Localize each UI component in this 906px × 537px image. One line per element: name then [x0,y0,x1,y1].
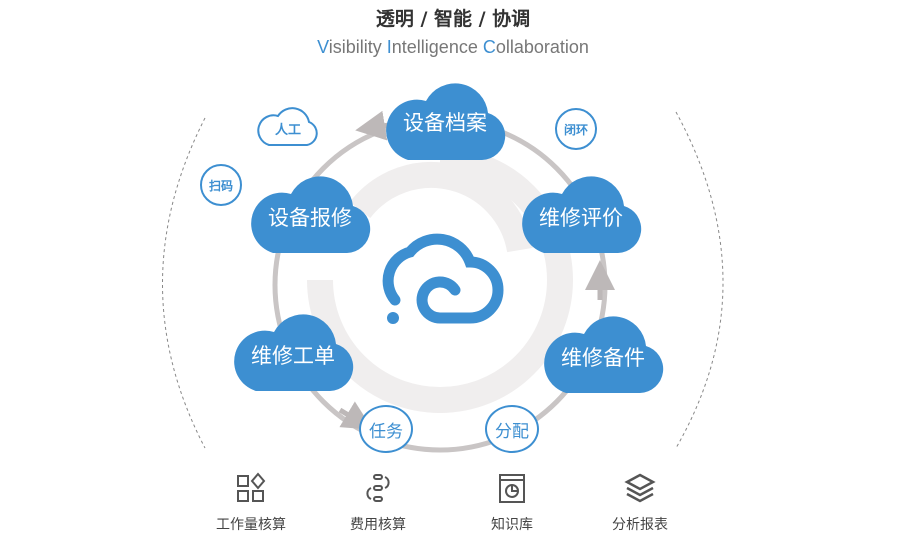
page-title: 透明 / 智能 / 协调 [375,8,531,30]
center-dot [387,312,399,324]
cloud-device-archive[interactable]: 设备档案 [380,75,510,160]
swirl-watermark [307,147,574,414]
book-chart-icon [499,474,525,503]
cloud-work-order[interactable]: 维修工单 [228,306,358,391]
cloud-spare-parts[interactable]: 维修备件 [538,308,668,393]
grid-diamond-icon [237,472,266,502]
center-cloud-icon [382,233,504,324]
layers-icon [624,473,656,503]
cloud-icon [386,83,506,160]
cloud-maintenance-evaluation[interactable]: 维修评价 [516,168,646,253]
tool-label: 分析报表 [612,517,668,533]
left-dashed-arc [162,117,206,449]
page-subtitle: Visibility Intelligence Collaboration [317,37,589,57]
cloud-icon [522,176,642,253]
tool-analysis-reports[interactable]: 分析报表 [580,472,700,534]
tool-label: 工作量核算 [216,517,286,533]
flow-cycle-icon [366,474,390,502]
arrow-bottom [338,401,373,430]
cloud-icon [234,314,354,391]
right-dashed-arc [675,111,724,449]
tool-label: 知识库 [491,517,533,533]
badge-assign: 分配 [485,405,539,453]
tool-cost-accounting[interactable]: 费用核算 [318,472,438,534]
badge-closed-loop: 闭环 [555,108,597,150]
tool-label: 费用核算 [350,517,406,533]
cloud-outline-icon [257,107,318,146]
tool-knowledge-base[interactable]: 知识库 [452,472,572,534]
cloud-manual: 人工 [255,102,321,147]
tool-workload-accounting[interactable]: 工作量核算 [191,472,311,534]
badge-task: 任务 [359,405,413,453]
cloud-icon [251,176,371,253]
badge-scan: 扫码 [200,164,242,206]
cloud-repair-request[interactable]: 设备报修 [245,168,375,253]
cloud-icon [544,316,664,393]
